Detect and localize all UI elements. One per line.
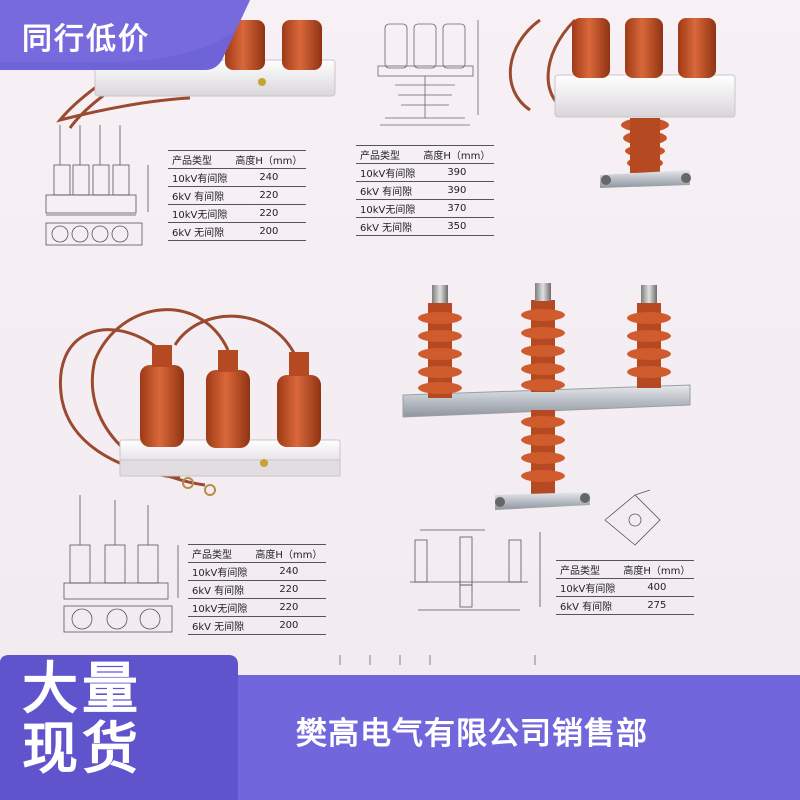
table-cell: 6kV 有间隙 bbox=[356, 181, 420, 200]
arrester-product-photo-top-right bbox=[508, 18, 736, 188]
dimension-drawing-bottom-right bbox=[410, 489, 661, 611]
table-cell: 390 bbox=[419, 181, 495, 200]
table-cell: 240 bbox=[231, 168, 307, 187]
table-header-height: 高度H（mm） bbox=[231, 150, 307, 169]
dimension-drawing-top-left bbox=[45, 125, 149, 246]
table-cell: 390 bbox=[419, 163, 495, 182]
promo-bottom-band bbox=[0, 655, 800, 800]
table-cell: 220 bbox=[231, 186, 307, 205]
table-cell: 220 bbox=[231, 204, 307, 223]
table-header-height: 高度H（mm） bbox=[251, 544, 327, 563]
table-cell: 10kV有间隙 bbox=[168, 168, 232, 187]
table-cell: 240 bbox=[251, 562, 327, 581]
promo-badge-big-line2: 现货 bbox=[22, 717, 142, 782]
promo-badge-top-background bbox=[0, 0, 250, 70]
table-cell: 220 bbox=[251, 598, 327, 617]
table-header-height: 高度H（mm） bbox=[419, 145, 495, 164]
table-cell: 6kV 有间隙 bbox=[188, 580, 252, 599]
table-cell: 6kV 无间隙 bbox=[188, 616, 252, 635]
table-cell: 370 bbox=[419, 199, 495, 218]
company-name: 樊高电气有限公司销售部 bbox=[296, 716, 648, 752]
table-cell: 275 bbox=[619, 596, 695, 615]
promo-badge-top-label: 同行低价 bbox=[22, 22, 150, 57]
table-cell: 10kV有间隙 bbox=[356, 163, 420, 182]
table-cell: 6kV 无间隙 bbox=[356, 217, 420, 236]
arrester-product-photo-middle-left bbox=[59, 308, 341, 496]
table-cell: 6kV 有间隙 bbox=[168, 186, 232, 205]
table-header-height: 高度H（mm） bbox=[619, 560, 695, 579]
partial-drawing-bottom bbox=[339, 655, 536, 665]
arrester-product-photo-middle-right bbox=[402, 283, 691, 510]
table-header-type: 产品类型 bbox=[168, 150, 232, 169]
table-cell: 6kV 有间隙 bbox=[556, 596, 620, 615]
promo-badge-big-line1: 大量 bbox=[22, 657, 142, 722]
table-cell: 10kV无间隙 bbox=[188, 598, 252, 617]
table-cell: 350 bbox=[419, 217, 495, 236]
table-cell: 10kV无间隙 bbox=[168, 204, 232, 223]
table-cell: 10kV有间隙 bbox=[556, 578, 620, 597]
dimension-drawing-bottom-left bbox=[63, 495, 179, 633]
table-header-type: 产品类型 bbox=[188, 544, 252, 563]
table-cell: 6kV 无间隙 bbox=[168, 222, 232, 241]
table-header-type: 产品类型 bbox=[356, 145, 420, 164]
table-cell: 400 bbox=[619, 578, 695, 597]
promo-badge-big: 大量 现货 bbox=[22, 660, 142, 780]
table-cell: 10kV无间隙 bbox=[356, 199, 420, 218]
dimension-drawing-top-center bbox=[377, 20, 479, 126]
table-header-type: 产品类型 bbox=[556, 560, 620, 579]
table-cell: 220 bbox=[251, 580, 327, 599]
table-cell: 200 bbox=[231, 222, 307, 241]
table-cell: 200 bbox=[251, 616, 327, 635]
table-cell: 10kV有间隙 bbox=[188, 562, 252, 581]
